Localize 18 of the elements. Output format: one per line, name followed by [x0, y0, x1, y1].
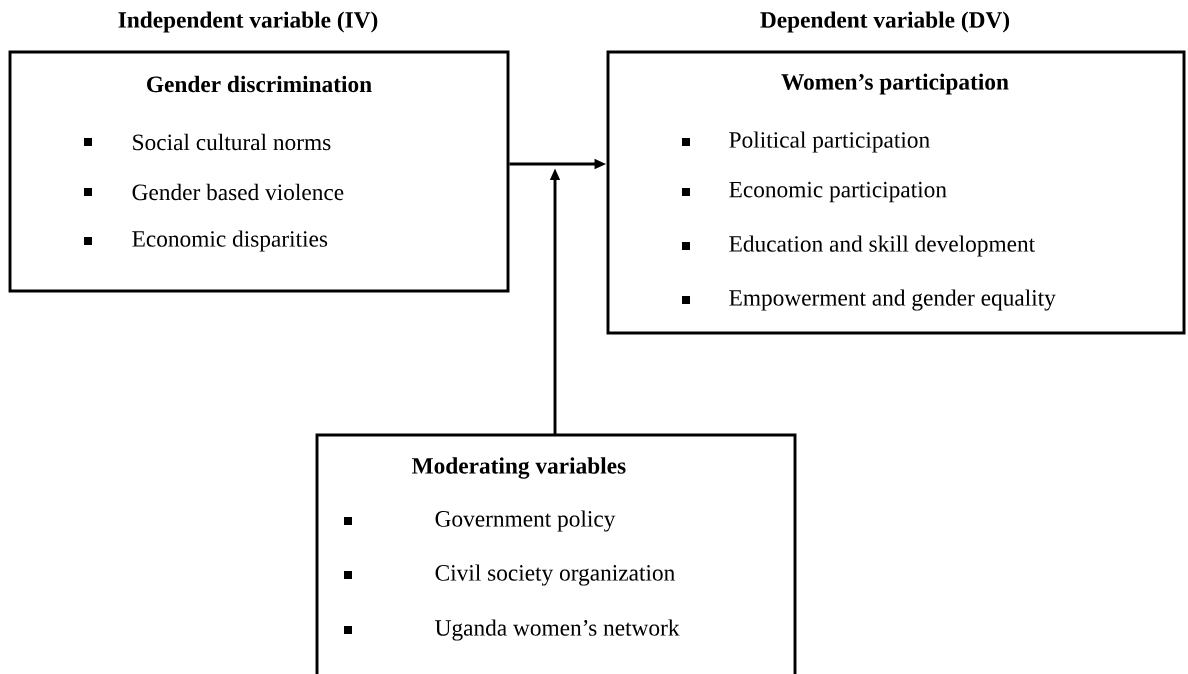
bullet-item: Economic disparities: [84, 230, 328, 252]
variable-box: [8, 11, 510, 293]
box-heading: Gender discrimination: [147, 75, 372, 93]
variable-title: Dependent variable (DV): [760, 11, 1010, 33]
bullet-item: Gender based violence: [84, 183, 344, 201]
bullet-item: Uganda women’s network: [344, 619, 680, 641]
variable-box: [606, 11, 1186, 335]
bullet-item: Political participation: [682, 131, 930, 153]
variable-title: Independent variable (IV): [118, 11, 378, 33]
bullet-item: Education and skill development: [682, 235, 1035, 257]
bullet-item: Government policy: [344, 510, 616, 532]
variable-box: [315, 433, 797, 674]
bullet-item: Empowerment and gender equality: [682, 289, 1056, 311]
bullet-item: Social cultural norms: [84, 133, 331, 151]
box-heading: Women’s participation: [781, 73, 1009, 95]
box-heading: Moderating variables: [412, 457, 626, 479]
bullet-item: Economic participation: [682, 181, 947, 203]
bullet-item: Civil society organization: [344, 564, 675, 586]
